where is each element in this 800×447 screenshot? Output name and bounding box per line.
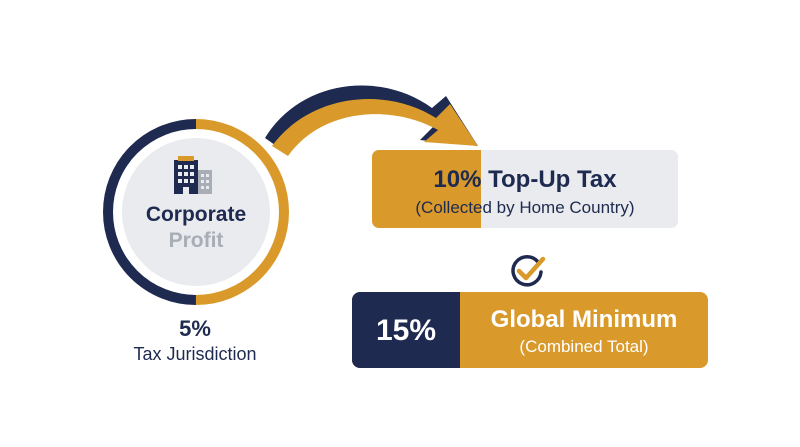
arrow-gold-layer xyxy=(272,99,478,156)
building-icon xyxy=(174,156,212,194)
ring-gold-segment xyxy=(103,119,289,305)
top-up-subtitle: (Collected by Home Country) xyxy=(415,198,635,217)
profit-ring xyxy=(103,119,289,305)
global-minimum-title: Global Minimum xyxy=(490,306,678,333)
top-up-title: 10% Top-Up Tax xyxy=(372,166,678,194)
corporate-label: Corporate xyxy=(145,203,247,226)
global-minimum-rate-panel xyxy=(352,292,460,368)
top-up-tax-box: 10% Top-Up Tax (Collected by Home Countr… xyxy=(372,150,678,228)
profit-label: Profit xyxy=(168,229,224,252)
global-minimum-rate: 15% xyxy=(375,314,437,347)
top-up-label: Top-Up Tax xyxy=(488,166,617,193)
jurisdiction-rate: 5% xyxy=(179,316,211,341)
check-circle-icon xyxy=(511,254,546,287)
arrow-navy-layer xyxy=(265,85,478,150)
jurisdiction-label: Tax Jurisdiction xyxy=(133,344,257,364)
global-minimum-box: 15% Global Minimum (Combined Total) xyxy=(352,292,708,368)
top-up-accent xyxy=(372,150,481,228)
global-minimum-subtitle: (Combined Total) xyxy=(519,337,649,356)
top-up-rate: 10% xyxy=(433,166,482,193)
